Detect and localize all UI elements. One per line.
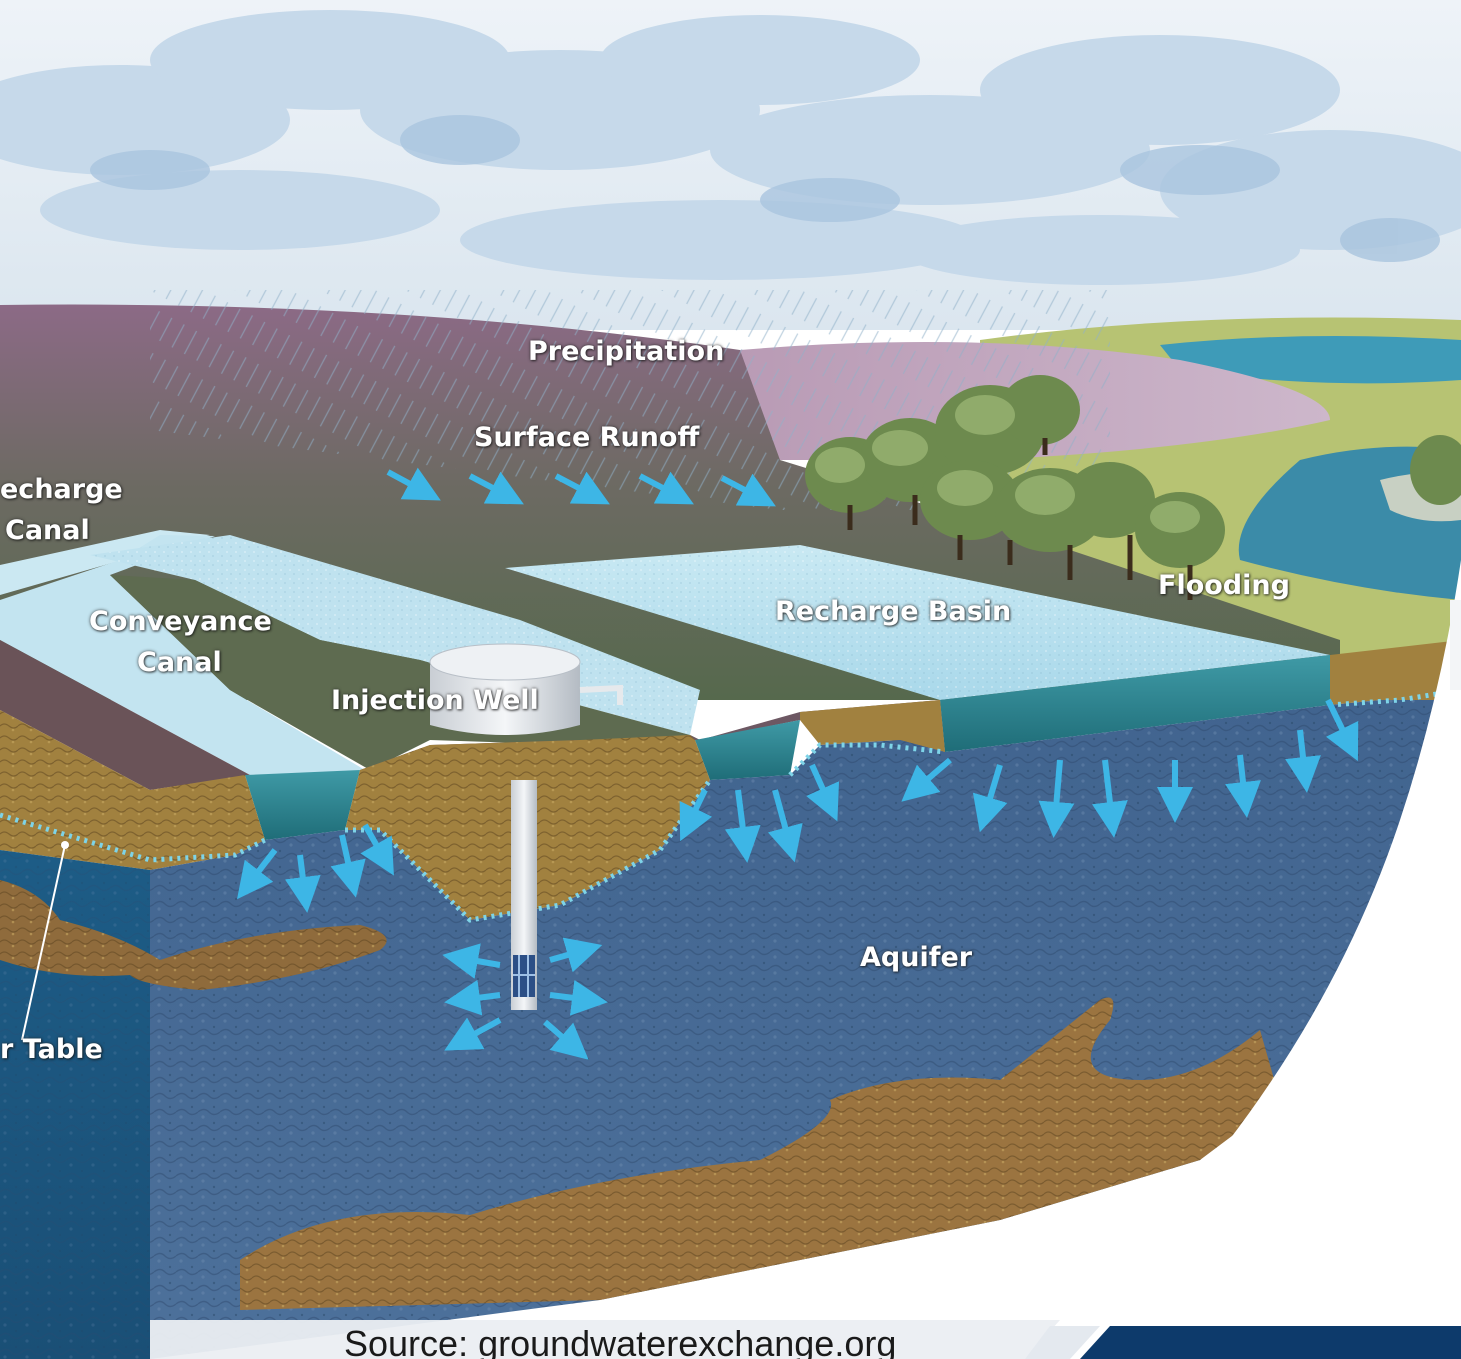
trees [805, 375, 1461, 600]
label-surface-runoff: Surface Runoff [474, 422, 700, 453]
clouds [0, 10, 1461, 285]
label-recharge-canal-line2: Canal [5, 515, 90, 546]
label-recharge-canal-line1: echarge [0, 474, 123, 505]
flow-arrows [237, 467, 1359, 1060]
label-aquifer: Aquifer [860, 942, 973, 973]
label-conveyance-canal-line1: Conveyance [89, 606, 272, 637]
label-conveyance-canal-line2: Canal [137, 647, 222, 678]
label-precipitation: Precipitation [528, 336, 725, 367]
water-table-leader [21, 844, 66, 1041]
label-injection-well: Injection Well [331, 685, 539, 716]
label-flooding: Flooding [1158, 570, 1290, 601]
white-curve-overlay [1020, 560, 1461, 1359]
conveyance-canal [0, 535, 365, 775]
water-table-line [0, 687, 1461, 923]
label-recharge-basin: Recharge Basin [775, 596, 1012, 627]
injection-well [429, 643, 623, 1010]
far-lake [1160, 336, 1461, 384]
brand-bar [1080, 1326, 1461, 1359]
source-caption: Source: groundwaterexchange.org [344, 1323, 897, 1359]
label-water-table: r Table [0, 1034, 103, 1065]
cloud-shadows [90, 115, 1440, 262]
